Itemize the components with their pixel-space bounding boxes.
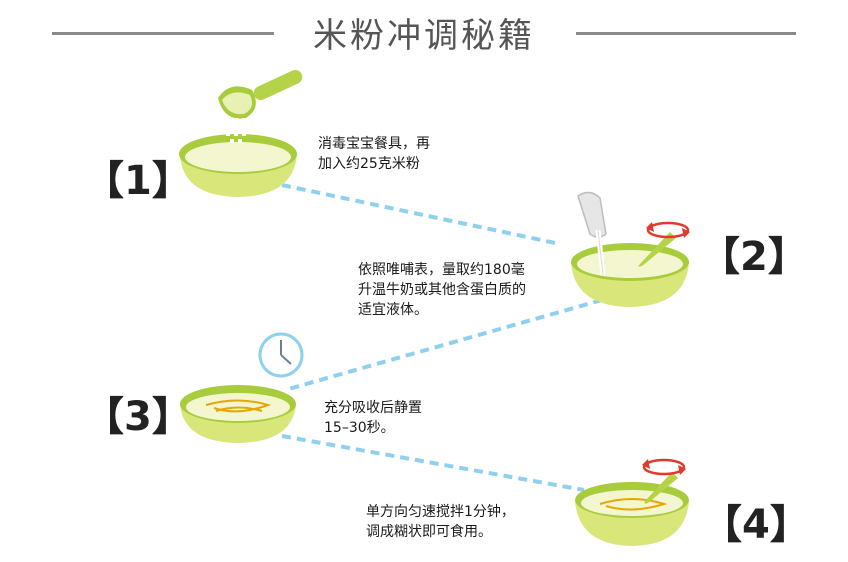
bowl-step4 <box>575 482 689 546</box>
spoon-step4 <box>644 472 678 504</box>
measuring-scoop-icon <box>218 69 303 143</box>
bowl-step3 <box>180 385 296 443</box>
bowl-step2 <box>571 243 689 307</box>
clock-icon <box>258 332 304 378</box>
step-1-label: 【1】 <box>84 158 192 204</box>
step-1-text: 消毒宝宝餐具，再 加入约25克米粉 <box>318 136 430 172</box>
connector-step2-step3 <box>284 298 603 392</box>
step-3-label: 【3】 <box>84 394 192 440</box>
step-3-text: 充分吸收后静置 15–30秒。 <box>324 400 422 436</box>
connector-step3-step4 <box>281 434 585 492</box>
pouring-jug-icon <box>577 191 607 276</box>
bowl-step1 <box>179 134 297 197</box>
step-2-text: 依照唯哺表，量取约180毫 升温牛奶或其他含蛋白质的 适宜液体。 <box>358 262 526 318</box>
title-rule-right <box>576 32 796 35</box>
connector-step1-step2 <box>281 183 561 246</box>
spoon-step2 <box>638 232 676 267</box>
step-4-label: 【4】 <box>702 502 810 548</box>
rotation-arrow-step4 <box>642 458 686 476</box>
rotation-arrow-step2 <box>646 221 690 239</box>
step-4-text: 单方向匀速搅拌1分钟， 调成糊状即可食用。 <box>366 504 515 540</box>
page-title: 米粉冲调秘籍 <box>313 16 535 56</box>
step-2-label: 【2】 <box>700 234 808 280</box>
title-rule-left <box>52 32 274 35</box>
